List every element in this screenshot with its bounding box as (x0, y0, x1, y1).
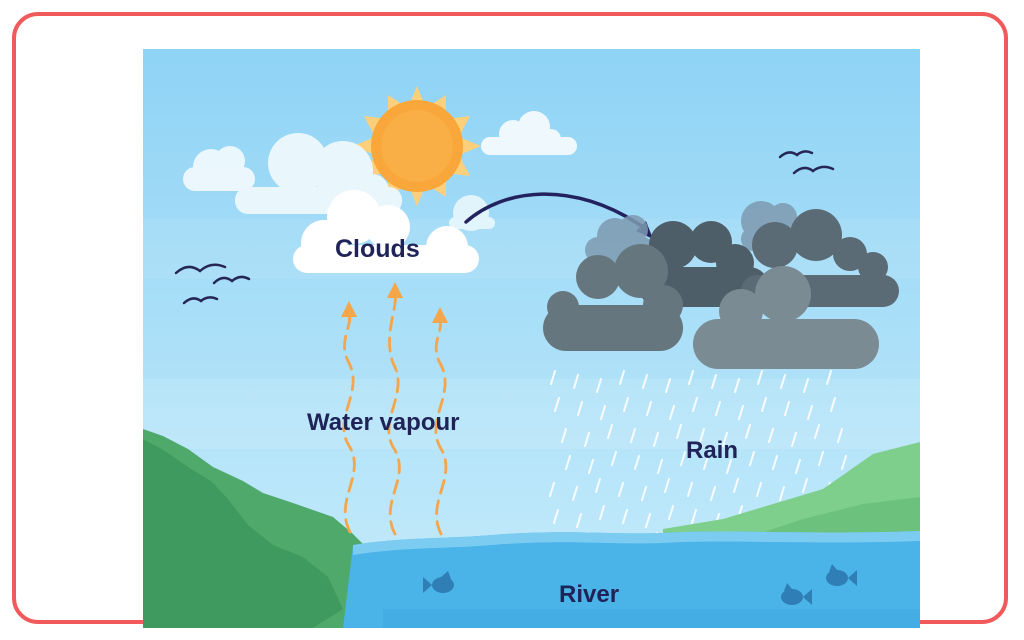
rain-drop-icon (722, 432, 728, 447)
rain-drop-icon (630, 428, 636, 443)
rain-drop-icon (687, 482, 693, 497)
rain-drop-icon (830, 397, 836, 412)
rain-drop-icon (549, 482, 555, 497)
rain-drop-icon (738, 405, 744, 420)
rain-drop-icon (826, 370, 832, 385)
rain-drop-icon (665, 378, 671, 393)
rain-drop-icon (634, 455, 640, 470)
cloud-icon (449, 195, 495, 231)
rain-drop-icon (733, 478, 739, 493)
rain-drop-icon (653, 432, 659, 447)
rain-drop-icon (577, 401, 583, 416)
rain-drop-icon (780, 374, 786, 389)
rain-drop-icon (768, 428, 774, 443)
rain-drop-icon (715, 401, 721, 416)
rain-drop-icon (726, 459, 732, 474)
rain-drop-icon (756, 482, 762, 497)
rain-drop-icon (688, 370, 694, 385)
rain-drop-icon (691, 509, 697, 524)
rain-drop-icon (784, 401, 790, 416)
rain-drop-icon (680, 451, 686, 466)
sun-icon (353, 86, 481, 206)
rain-drop-icon (619, 370, 625, 385)
rain-drop-icon (623, 397, 629, 412)
rain-drop-icon (646, 401, 652, 416)
rain-drop-icon (814, 424, 820, 439)
water-cycle-scene: Clouds Water vapour Rain River (143, 49, 920, 628)
cloud-icon (293, 190, 479, 273)
rain-drop-icon (584, 432, 590, 447)
rain-drop-icon (618, 482, 624, 497)
rain-drop-icon (818, 451, 824, 466)
rain-drop-icon (710, 486, 716, 501)
rain-drop-icon (791, 432, 797, 447)
rain-drop-icon (749, 451, 755, 466)
storm-cloud-icon (543, 201, 899, 369)
bird-icon (778, 150, 835, 175)
rain-drop-icon (734, 378, 740, 393)
bird-icon (174, 263, 251, 305)
rain-drop-icon (803, 378, 809, 393)
rain-drop-icon (841, 455, 847, 470)
rain-drop-icon (596, 378, 602, 393)
river (343, 531, 920, 628)
rain-drop-icon (642, 374, 648, 389)
rain-drop-icon (676, 424, 682, 439)
rain-drop-icon (565, 455, 571, 470)
cloud-icon (183, 146, 255, 191)
rain-drop-icon (795, 459, 801, 474)
cloud-icon (235, 133, 402, 214)
water-cycle-illustration (143, 49, 920, 628)
hill-left (143, 429, 383, 628)
rain-drop-icon (576, 513, 582, 528)
rain-drop-icon (622, 509, 628, 524)
rain-drop-icon (588, 459, 594, 474)
rain-drop-icon (837, 428, 843, 443)
rain-drop-icon (669, 405, 675, 420)
rain-drop-icon (657, 459, 663, 474)
vapour-arrows (342, 292, 448, 536)
rain-drop-icon (757, 370, 763, 385)
rain-drop-icon (607, 424, 613, 439)
rain-drop-icon (561, 428, 567, 443)
rain-drop-icon (802, 478, 808, 493)
fish-icon (423, 571, 454, 593)
rain (549, 370, 847, 555)
cloud-icon (481, 111, 577, 155)
rain-drop-icon (807, 405, 813, 420)
rain-drop-icon (703, 455, 709, 470)
rain-drop-icon (779, 486, 785, 501)
rain-drop-icon (772, 455, 778, 470)
rain-drop-icon (550, 370, 556, 385)
rain-drop-icon (554, 397, 560, 412)
rain-drop-icon (553, 509, 559, 524)
fish-icon (781, 583, 812, 605)
rain-drop-icon (668, 505, 674, 520)
rain-drop-icon (611, 451, 617, 466)
water-vapour-label: Water vapour (307, 409, 460, 436)
rain-drop-icon (711, 374, 717, 389)
rain-label: Rain (686, 437, 739, 464)
clouds-label: Clouds (335, 235, 420, 263)
river-label: River (559, 581, 620, 608)
rain-drop-icon (641, 486, 647, 501)
diagram-frame: Clouds Water vapour Rain River (12, 12, 1008, 628)
rain-drop-icon (745, 424, 751, 439)
arrow-icon (341, 282, 448, 323)
rain-drop-icon (699, 428, 705, 443)
rain-drop-icon (573, 374, 579, 389)
rain-drop-icon (595, 478, 601, 493)
rain-drop-icon (599, 505, 605, 520)
rain-drop-icon (761, 397, 767, 412)
fish-icon (826, 564, 857, 586)
rain-drop-icon (664, 478, 670, 493)
rain-drop-icon (692, 397, 698, 412)
rain-drop-icon (600, 405, 606, 420)
rain-drop-icon (572, 486, 578, 501)
rain-drop-icon (645, 513, 651, 528)
